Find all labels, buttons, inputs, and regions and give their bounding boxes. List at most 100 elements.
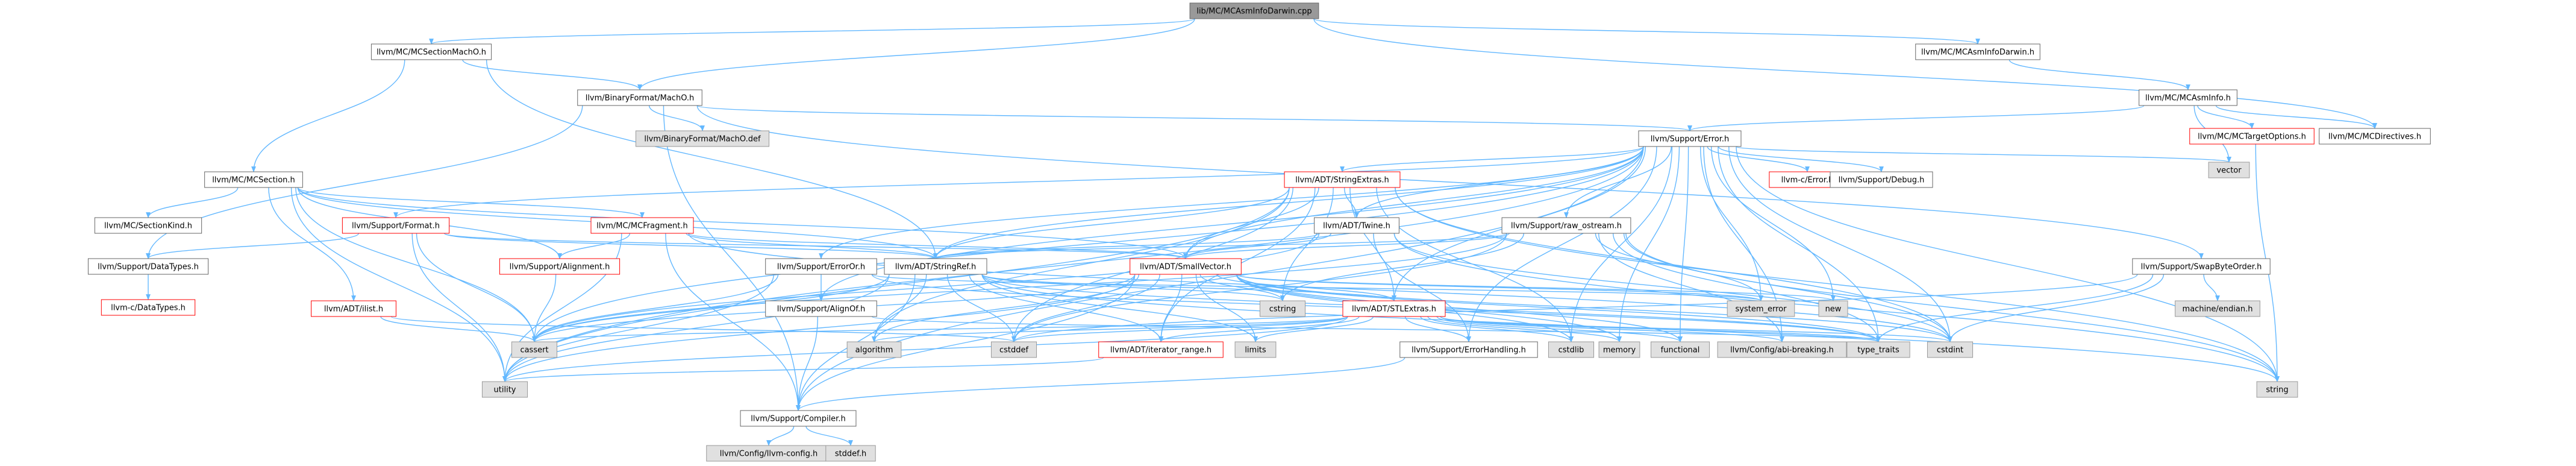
edge-stringref-to-limits <box>981 274 1258 342</box>
node-debug[interactable]: llvm/Support/Debug.h <box>1830 171 1933 188</box>
node-stringextras[interactable]: llvm/ADT/StringExtras.h <box>1284 171 1401 188</box>
node-erroror[interactable]: llvm/Support/ErrorOr.h <box>765 258 877 275</box>
edge-error-to-new <box>1711 146 1836 301</box>
node-sectionkind[interactable]: llvm/MC/SectionKind.h <box>94 217 202 234</box>
node-box <box>2139 89 2237 106</box>
edge-alignment-to-cassert <box>532 274 557 342</box>
node-limits: limits <box>1234 341 1277 358</box>
node-binfmtdef: llvm/BinaryFormat/MachO.def <box>635 130 770 147</box>
node-box <box>590 217 694 234</box>
edge-asminfo-to-error <box>1687 105 2145 131</box>
node-label: llvm/Support/Format.h <box>352 222 440 231</box>
node-stringref[interactable]: llvm/ADT/StringRef.h <box>884 258 987 275</box>
node-label: llvm/Support/SwapByteOrder.h <box>2141 263 2262 272</box>
node-swapbyteorder[interactable]: llvm/Support/SwapByteOrder.h <box>2132 258 2271 275</box>
node-label: llvm/Support/AlignOf.h <box>777 305 866 314</box>
edge-binfmt-to-error <box>696 105 1692 131</box>
node-compiler[interactable]: llvm/Support/Compiler.h <box>740 410 857 427</box>
edge-root-to-binfmt <box>637 18 1195 90</box>
edge-errorhandling-to-compiler <box>796 357 1405 411</box>
edge-compiler-to-llvmconfig <box>766 426 795 446</box>
node-box <box>765 300 877 317</box>
node-targetoptions[interactable]: llvm/MC/MCTargetOptions.h <box>2189 128 2315 145</box>
node-box <box>1130 258 1242 275</box>
edge-error-to-cstdlib <box>1569 146 1673 342</box>
node-datatypes[interactable]: llvm/Support/DataTypes.h <box>87 258 209 275</box>
edge-mcsection-to-fragment <box>297 187 645 218</box>
node-iteratorrange[interactable]: llvm/ADT/iterator_range.h <box>1098 341 1224 358</box>
node-asminfo[interactable]: llvm/MC/MCAsmInfo.h <box>2139 89 2237 106</box>
node-alignof[interactable]: llvm/Support/AlignOf.h <box>765 300 877 317</box>
node-rawostream[interactable]: llvm/Support/raw_ostream.h <box>1501 217 1631 234</box>
edge-twine-to-cstdint <box>1393 233 1952 342</box>
node-abibreaking: llvm/Config/abi-breaking.h <box>1717 341 1847 358</box>
node-root[interactable]: lib/MC/MCAsmInfoDarwin.cpp <box>1189 2 1319 19</box>
edge-fmt-to-stringref <box>443 233 938 259</box>
edge-error-to-smallvector <box>1183 146 1644 259</box>
node-error[interactable]: llvm/Support/Error.h <box>1638 130 1742 147</box>
node-label: cassert <box>520 346 548 355</box>
node-asminfodarwin[interactable]: llvm/MC/MCAsmInfoDarwin.h <box>1915 43 2040 60</box>
node-alignment[interactable]: llvm/Support/Alignment.h <box>499 258 621 275</box>
edge-error-to-compiler <box>796 146 1644 411</box>
edge-binfmt-to-swapbyteorder <box>696 105 2204 259</box>
node-binfmt[interactable]: llvm/BinaryFormat/MachO.h <box>577 89 702 106</box>
edge-stlextras-to-abibreaking <box>1440 316 1784 342</box>
node-box <box>765 258 877 275</box>
node-label: cstdint <box>1937 346 1963 355</box>
edge-stlextras-to-cassert <box>532 316 1348 342</box>
edge-stringref-to-cassert <box>532 274 890 342</box>
edge-swapbyteorder-to-cstdint <box>1948 274 2165 342</box>
edge-erroror-to-cassert <box>532 274 779 342</box>
edge-alignof-to-typetraits <box>871 316 1881 342</box>
node-cdatatypes[interactable]: llvm-c/DataTypes.h <box>101 299 196 316</box>
edge-stringextras-to-twine <box>1343 187 1359 218</box>
node-stlextras[interactable]: llvm/ADT/STLExtras.h <box>1342 300 1446 317</box>
node-sectionmacho[interactable]: llvm/MC/MCSectionMachO.h <box>370 43 492 60</box>
node-box <box>2208 162 2250 178</box>
edge-error-to-stringref <box>933 146 1644 259</box>
node-errorhandling[interactable]: llvm/Support/ErrorHandling.h <box>1399 341 1538 358</box>
node-label: llvm-c/DataTypes.h <box>111 304 186 313</box>
node-box <box>2175 300 2260 317</box>
node-box <box>1548 341 1595 358</box>
edge-fragment-to-smallvector <box>688 233 1188 259</box>
node-label: lib/MC/MCAsmInfoDarwin.cpp <box>1196 7 1311 16</box>
node-label: llvm/ADT/StringRef.h <box>895 263 976 272</box>
node-label: llvm/BinaryFormat/MachO.h <box>586 94 695 103</box>
node-box <box>1342 300 1446 317</box>
node-ilist[interactable]: llvm/ADT/ilist.h <box>311 300 396 317</box>
dependency-edges <box>146 18 2377 446</box>
node-mcsection[interactable]: llvm/MC/MCSection.h <box>204 171 303 188</box>
node-vector: vector <box>2208 162 2250 178</box>
edge-smallvector-to-limits <box>1195 274 1258 342</box>
edge-rawostream-to-stringref <box>933 233 1507 259</box>
edge-smallvector-to-typetraits <box>1236 274 1881 342</box>
node-stddef: stddef.h <box>825 445 876 462</box>
node-box <box>1399 341 1538 358</box>
node-label: llvm/MC/MCFragment.h <box>596 222 687 231</box>
node-twine[interactable]: llvm/ADT/Twine.h <box>1314 217 1399 234</box>
node-box <box>1927 341 1974 358</box>
node-fmt[interactable]: llvm/Support/Format.h <box>342 217 450 234</box>
edge-smallvector-to-compiler <box>796 274 1136 411</box>
edge-swapbyteorder-to-typetraits <box>1876 274 2154 342</box>
node-label: llvm/ADT/StringExtras.h <box>1295 176 1389 185</box>
node-label: llvm/Support/Debug.h <box>1839 176 1925 185</box>
node-box <box>1727 300 1795 317</box>
node-label: llvm/MC/MCAsmInfo.h <box>2145 94 2231 103</box>
node-label: llvm/Support/DataTypes.h <box>98 263 199 272</box>
node-label: cstring <box>1269 305 1296 314</box>
edge-stlextras-to-utility <box>502 316 1348 382</box>
node-box <box>1501 217 1631 234</box>
edge-error-to-utility <box>502 146 1644 382</box>
edge-stlextras-to-algorithm <box>872 316 1348 342</box>
node-label: system_error <box>1736 305 1787 314</box>
node-cassert: cassert <box>511 341 558 358</box>
node-label: new <box>1825 305 1842 314</box>
node-label: llvm/Support/ErrorHandling.h <box>1411 346 1526 355</box>
node-fragment[interactable]: llvm/MC/MCFragment.h <box>590 217 694 234</box>
node-mcdirectives[interactable]: llvm/MC/MCDirectives.h <box>2319 128 2431 145</box>
node-smallvector[interactable]: llvm/ADT/SmallVector.h <box>1130 258 1242 275</box>
